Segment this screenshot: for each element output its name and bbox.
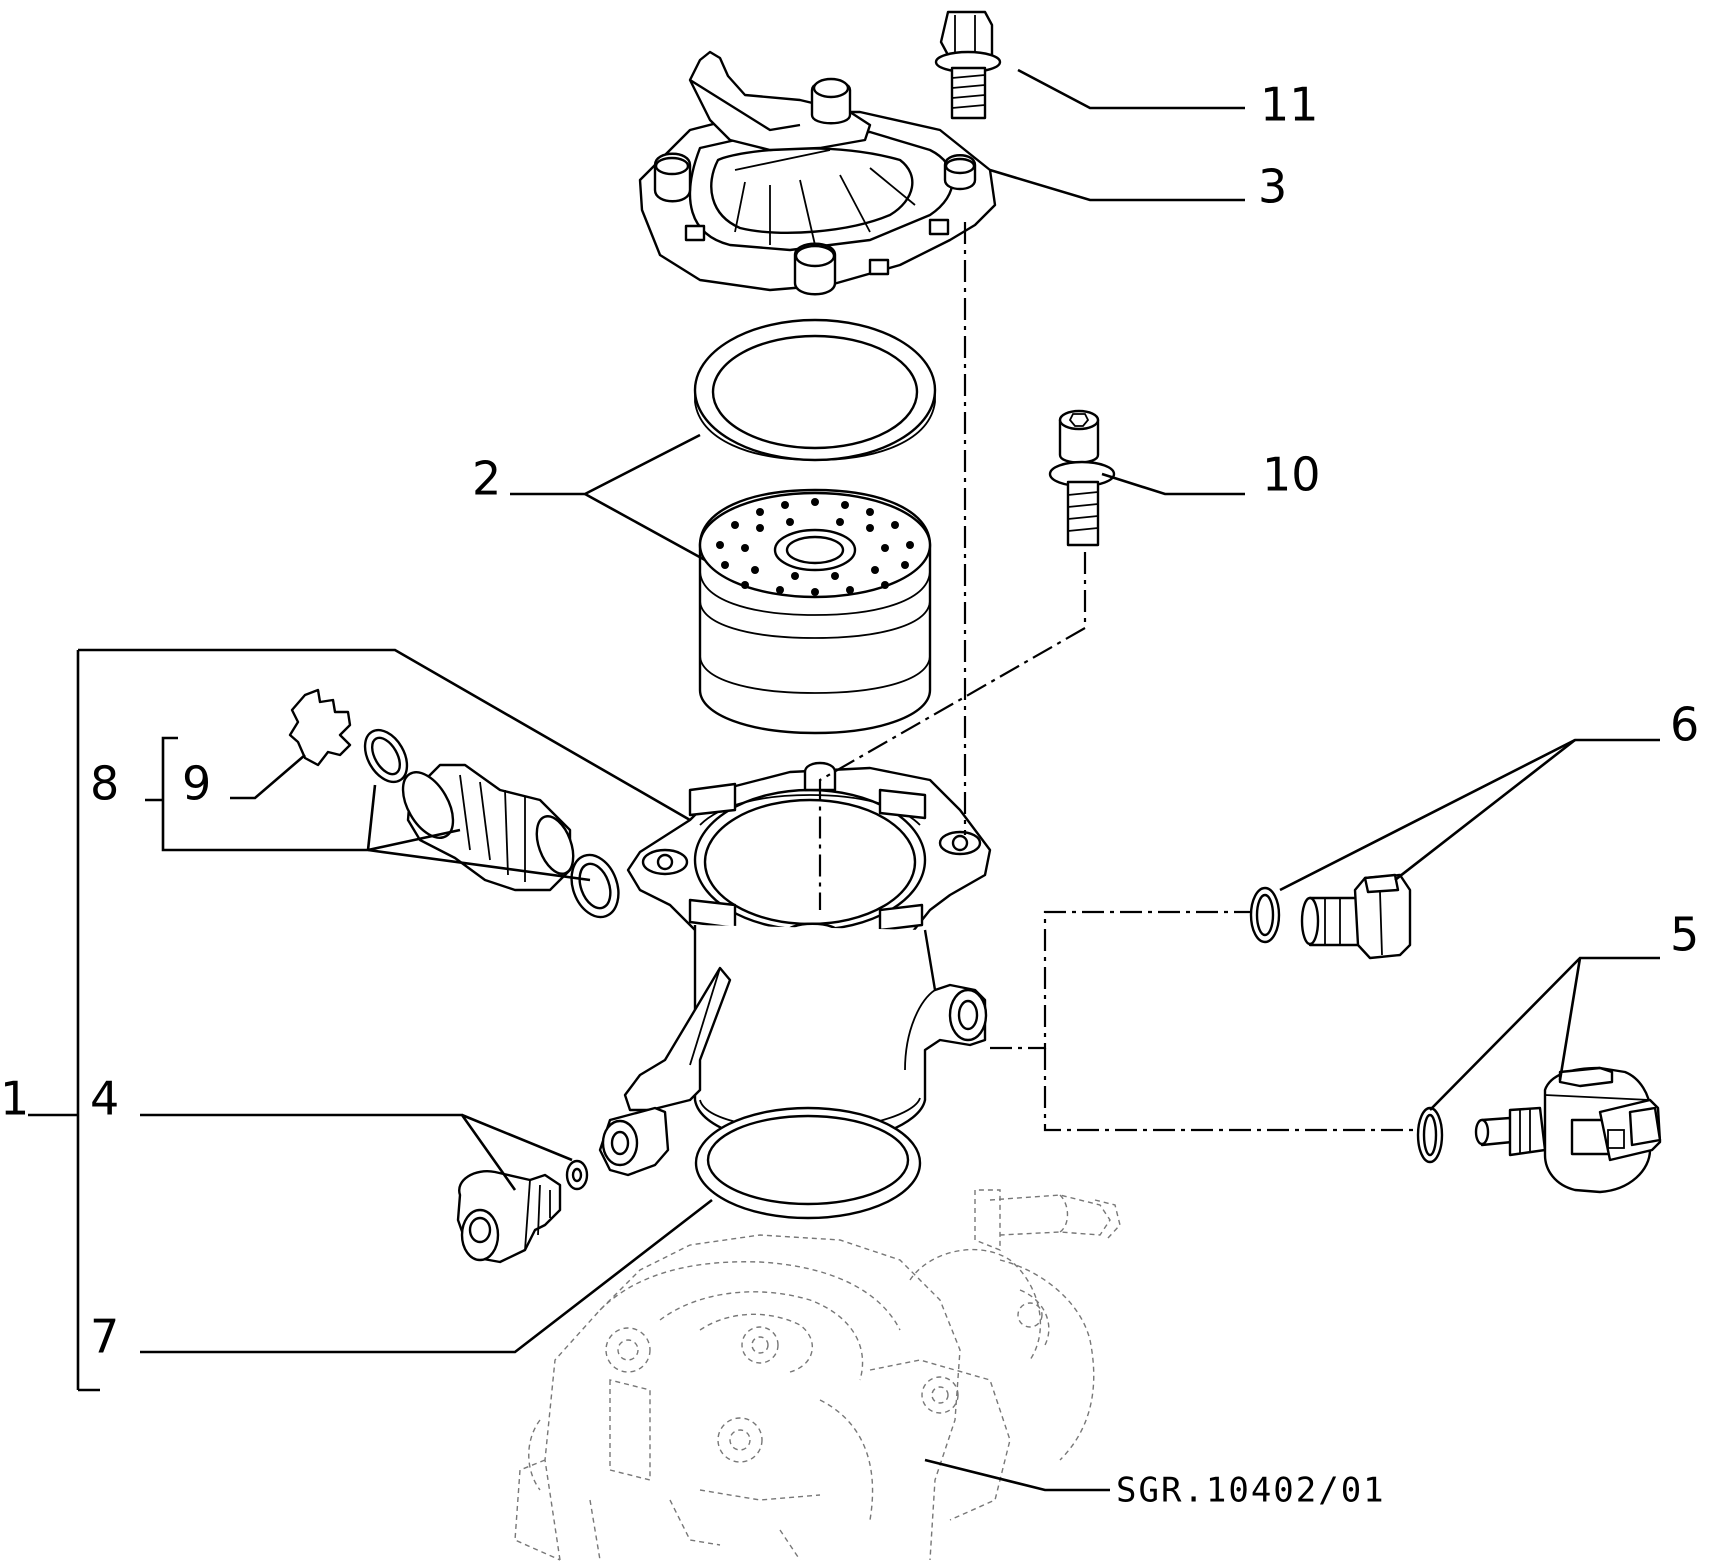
leader-ref	[924, 1458, 1110, 1492]
bracket-8	[161, 736, 591, 882]
callout-6: 6	[1670, 698, 1699, 752]
bolt-11-part	[934, 10, 1002, 120]
leader-7	[140, 1198, 713, 1354]
reference-code: SGR.10402/01	[1116, 1471, 1386, 1511]
callout-2: 2	[472, 452, 501, 506]
leader-1	[78, 648, 691, 822]
callout-9: 9	[182, 757, 211, 811]
filter-cover-part	[638, 50, 997, 296]
callout-1: 1	[0, 1072, 29, 1126]
callout-10: 10	[1262, 448, 1321, 502]
filter-housing-part	[598, 761, 992, 1177]
washer-9-part	[288, 688, 352, 767]
leader-6	[1279, 738, 1660, 892]
valve-8-part	[363, 728, 620, 919]
engine-block-ghost	[514, 1189, 1121, 1561]
plug-6-part	[1249, 873, 1412, 960]
callout-labels: 11 3 2 10 6 5 8 9 1 4 7 SGR.10402/01	[0, 78, 1699, 1511]
leader-lines	[28, 68, 1660, 1492]
filter-element-part	[693, 318, 937, 735]
screw-10-part	[1048, 409, 1116, 547]
leader-11	[1017, 68, 1245, 110]
assembly-lines	[818, 222, 1418, 1132]
leader-4	[140, 1113, 517, 1191]
callout-11: 11	[1260, 78, 1319, 132]
leader-3	[989, 168, 1245, 202]
callout-8: 8	[90, 757, 119, 811]
leader-10	[1101, 472, 1245, 496]
leader-2	[510, 433, 701, 496]
sensor-5-part	[1416, 1066, 1662, 1194]
drain-plug-4-part	[456, 1159, 589, 1264]
seal-ring-7-part	[694, 1106, 922, 1220]
callout-3: 3	[1258, 160, 1287, 214]
callout-7: 7	[90, 1310, 119, 1364]
leader-9	[230, 754, 306, 800]
callout-5: 5	[1670, 908, 1699, 962]
callout-4: 4	[90, 1072, 119, 1126]
